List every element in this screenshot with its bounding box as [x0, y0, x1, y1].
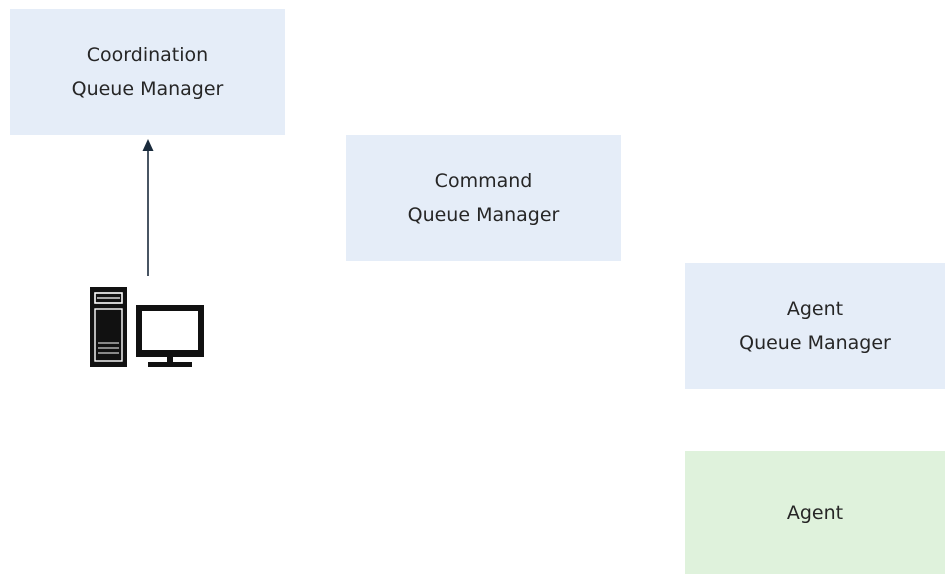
monitor-stand: [148, 362, 192, 367]
agent-label: Agent: [786, 501, 844, 524]
agent-queue-manager-box: Agent Queue Manager: [685, 263, 945, 389]
agent-qm-label-line2: Queue Manager: [739, 332, 891, 354]
tower-case: [90, 287, 127, 367]
command-label-line1: Command: [434, 170, 533, 192]
agent-box: Agent: [685, 451, 945, 574]
computer-icon: [90, 287, 204, 367]
tower-drive-bay: [94, 292, 123, 304]
arrow-up-icon: [142, 139, 154, 151]
command-label-line2: Queue Manager: [407, 204, 560, 226]
coordination-queue-manager-box: Coordination Queue Manager: [10, 9, 285, 135]
coordination-label-line1: Coordination: [86, 44, 209, 66]
command-queue-manager-box: Command Queue Manager: [346, 135, 621, 261]
agent-qm-label-line1: Agent: [786, 298, 844, 320]
tower-panel: [94, 308, 123, 362]
monitor-screen: [142, 311, 198, 350]
coordination-label-line2: Queue Manager: [71, 78, 224, 100]
monitor-neck: [167, 357, 173, 362]
